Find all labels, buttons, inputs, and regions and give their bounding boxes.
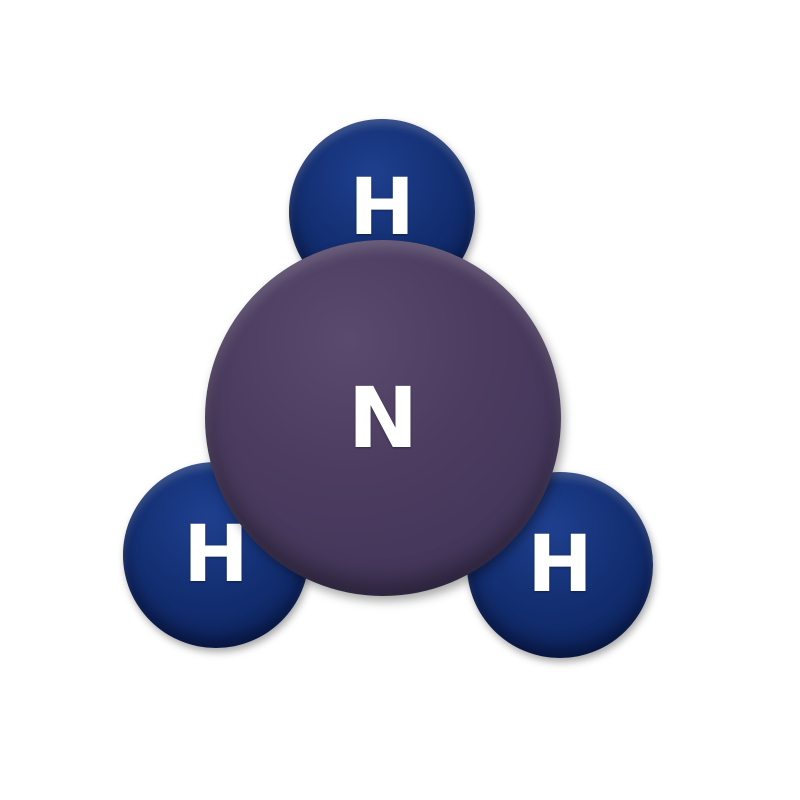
atom-symbol: H <box>527 520 593 610</box>
nitrogen-atom-center: N <box>205 240 561 596</box>
atom-symbol: N <box>347 369 419 467</box>
atom-symbol: H <box>183 510 249 600</box>
atom-symbol: H <box>349 163 415 253</box>
